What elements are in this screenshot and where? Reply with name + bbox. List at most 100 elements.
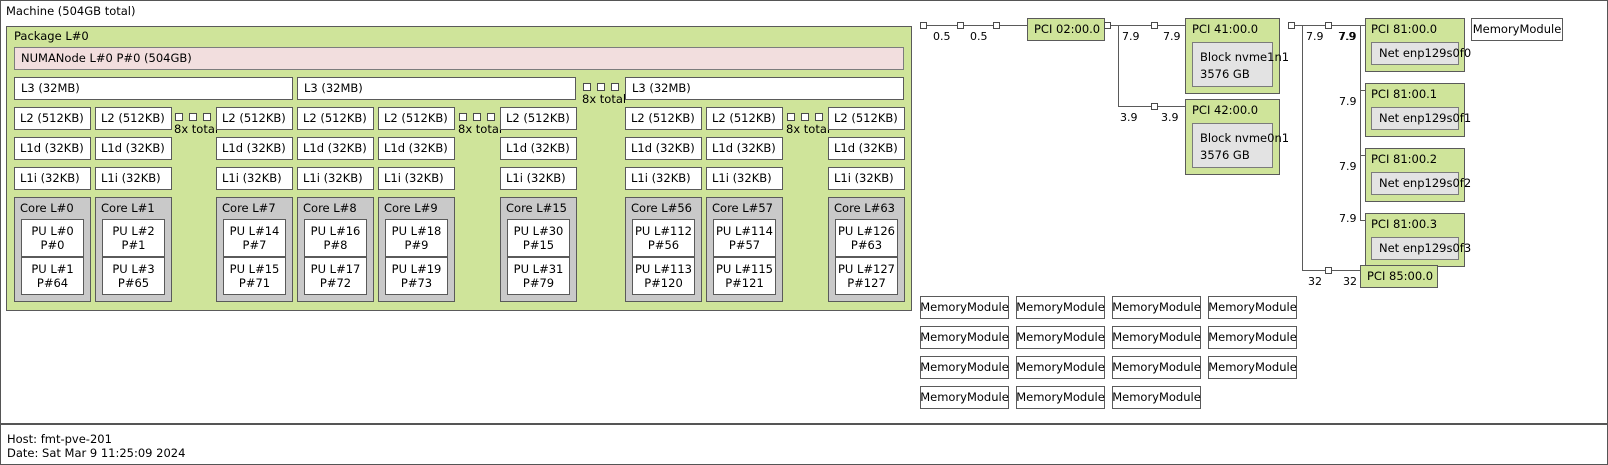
memory-module-box[interactable]: MemoryModule [1208, 356, 1297, 379]
pu-logical-index: PU L#127 [837, 261, 895, 276]
os-device-name: Net enp129s0f0 [1379, 45, 1472, 60]
l2-cache-box [500, 107, 577, 130]
io-bandwidth-label: 7.9 [1339, 160, 1357, 173]
pu-box: PU L#30 P#15 [507, 219, 570, 257]
io-connector-square[interactable] [993, 22, 1000, 29]
l1i-cache-label: L1i (32KB) [222, 171, 282, 185]
pu-box: PU L#115 P#121 [713, 257, 776, 295]
os-device-box[interactable]: Block nvme1n1 3576 GB [1192, 42, 1290, 87]
pu-physical-index: P#57 [728, 238, 761, 252]
io-connector-square[interactable] [920, 22, 927, 29]
eight-x-total-label: 8x total [582, 92, 627, 106]
memory-module-label: MemoryModule [920, 329, 1009, 344]
memory-module-box[interactable]: MemoryModule [920, 296, 1009, 319]
l2-cache-box [378, 107, 455, 130]
os-device-box[interactable]: Net enp129s0f2 [1371, 172, 1471, 195]
os-device-box[interactable]: Net enp129s0f1 [1371, 107, 1471, 130]
pu-physical-index: P#121 [725, 276, 764, 290]
pu-box: PU L#126 P#63 [835, 219, 898, 257]
pu-logical-index: PU L#19 [391, 261, 442, 276]
l3-cache-box [297, 77, 576, 100]
os-device-size: 3576 GB [1200, 66, 1250, 81]
pu-box: PU L#1 P#64 [21, 257, 84, 295]
footer-host: Host: fmt-pve-201 [7, 432, 112, 446]
os-device-box[interactable]: Block nvme0n1 3576 GB [1192, 123, 1289, 168]
memory-module-box[interactable]: MemoryModule [920, 356, 1009, 379]
os-device-size: 3576 GB [1200, 147, 1250, 162]
io-bandwidth-label: 3.9 [1120, 111, 1138, 124]
os-device-box[interactable]: Net enp129s0f0 [1371, 42, 1471, 65]
pu-physical-index: P#79 [522, 276, 555, 290]
memory-module-box[interactable]: MemoryModule [1471, 18, 1563, 41]
io-connector-square[interactable] [1151, 103, 1158, 110]
memory-module-box[interactable]: MemoryModule [1016, 356, 1105, 379]
l1d-cache-box [500, 137, 577, 160]
io-link-line [927, 25, 1027, 26]
eight-x-total-label: 8x total [174, 122, 219, 136]
io-connector-square[interactable] [1151, 22, 1158, 29]
memory-module-box[interactable]: MemoryModule [1112, 386, 1201, 409]
io-connector-square[interactable] [1288, 22, 1295, 29]
pu-box: PU L#14 P#7 [223, 219, 286, 257]
ellipsis-square-icon [175, 113, 183, 121]
pu-logical-index: PU L#17 [310, 261, 361, 276]
memory-module-box[interactable]: MemoryModule [1208, 296, 1297, 319]
io-connector-square[interactable] [957, 22, 964, 29]
pu-logical-index: PU L#113 [634, 261, 692, 276]
pu-physical-index: P#8 [323, 238, 348, 252]
pu-logical-index: PU L#16 [310, 223, 361, 238]
io-bandwidth-label: 7.9 [1339, 212, 1357, 225]
l2-cache-box [297, 107, 374, 130]
io-bandwidth-label: 7.9 [1339, 30, 1357, 43]
memory-module-label: MemoryModule [1016, 359, 1105, 374]
io-connector-square[interactable] [1104, 22, 1111, 29]
memory-module-box[interactable]: MemoryModule [1112, 326, 1201, 349]
l1i-cache-label: L1i (32KB) [631, 171, 691, 185]
pu-physical-index: P#65 [117, 276, 150, 290]
memory-module-box[interactable]: MemoryModule [1016, 326, 1105, 349]
io-link-line [1360, 220, 1365, 221]
l1d-cache-label: L1d (32KB) [222, 141, 286, 155]
l1i-cache-label: L1i (32KB) [384, 171, 444, 185]
pci-device-label: PCI 81:00.1 [1371, 87, 1438, 101]
l1d-cache-label: L1d (32KB) [631, 141, 695, 155]
l2-cache-box [216, 107, 293, 130]
memory-module-box[interactable]: MemoryModule [1016, 296, 1105, 319]
io-link-line [1111, 25, 1119, 26]
l2-cache-label: L2 (512KB) [712, 111, 776, 125]
pu-box: PU L#31 P#79 [507, 257, 570, 295]
machine-label: Machine (504GB total) [6, 4, 136, 18]
l1i-cache-box [500, 167, 577, 190]
io-connector-square[interactable] [1325, 267, 1332, 274]
os-device-box[interactable]: Net enp129s0f3 [1371, 237, 1471, 260]
l2-cache-box [828, 107, 905, 130]
pci-device-box[interactable] [1027, 18, 1105, 41]
pci-device-box[interactable] [1360, 265, 1438, 288]
memory-module-box[interactable]: MemoryModule [1016, 386, 1105, 409]
io-link-line [1295, 25, 1303, 26]
memory-module-label: MemoryModule [1208, 299, 1297, 314]
pu-physical-index: P#7 [242, 238, 267, 252]
core-label: Core L#1 [101, 201, 155, 215]
l2-cache-label: L2 (512KB) [303, 111, 367, 125]
l1d-cache-box [14, 137, 91, 160]
memory-module-box[interactable]: MemoryModule [920, 326, 1009, 349]
core-label: Core L#57 [712, 201, 773, 215]
io-connector-square[interactable] [1325, 22, 1332, 29]
memory-module-box[interactable]: MemoryModule [1112, 296, 1201, 319]
pu-logical-index: PU L#14 [229, 223, 280, 238]
memory-module-box[interactable]: MemoryModule [920, 386, 1009, 409]
memory-module-box[interactable]: MemoryModule [1112, 356, 1201, 379]
pu-box: PU L#18 P#9 [385, 219, 448, 257]
os-device-name: Net enp129s0f2 [1379, 175, 1472, 190]
os-device-name: Block nvme1n1 [1200, 50, 1290, 64]
ellipsis-square-icon [203, 113, 211, 121]
io-bandwidth-label: 7.9 [1339, 95, 1357, 108]
pu-logical-index: PU L#31 [513, 261, 564, 276]
l2-cache-label: L2 (512KB) [20, 111, 84, 125]
numanode-box [14, 47, 904, 70]
memory-module-box[interactable]: MemoryModule [1208, 326, 1297, 349]
l2-cache-label: L2 (512KB) [222, 111, 286, 125]
io-subbridge-trunk [1360, 25, 1361, 221]
memory-module-label: MemoryModule [1112, 389, 1201, 404]
